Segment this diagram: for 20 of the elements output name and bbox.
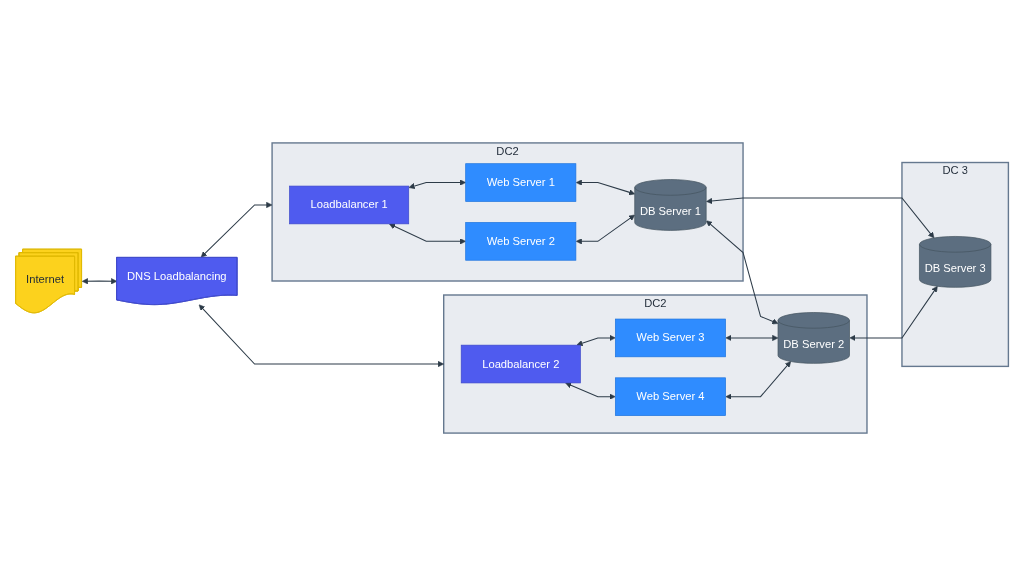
- arrow: [81, 278, 118, 285]
- node-box: Loadbalancer 1: [289, 185, 410, 225]
- arrow: [198, 304, 444, 368]
- arrow: [849, 286, 938, 341]
- arrow: [725, 361, 791, 400]
- node-box: Web Server 2: [465, 222, 577, 261]
- node-box: Web Server 3: [615, 318, 726, 358]
- arrow: [576, 334, 616, 347]
- node-box: Web Server 4: [615, 377, 726, 416]
- arrow: [408, 179, 466, 189]
- node-box: Loadbalancer 2: [460, 344, 581, 384]
- arrow: [706, 197, 935, 239]
- node-box: Web Server 1: [465, 163, 577, 202]
- arrow: [706, 220, 779, 325]
- arrow: [200, 201, 273, 258]
- arrow: [725, 334, 779, 341]
- arrow: [575, 214, 635, 245]
- arrow: [565, 382, 616, 400]
- arrow: [575, 179, 635, 196]
- arrow: [389, 223, 466, 245]
